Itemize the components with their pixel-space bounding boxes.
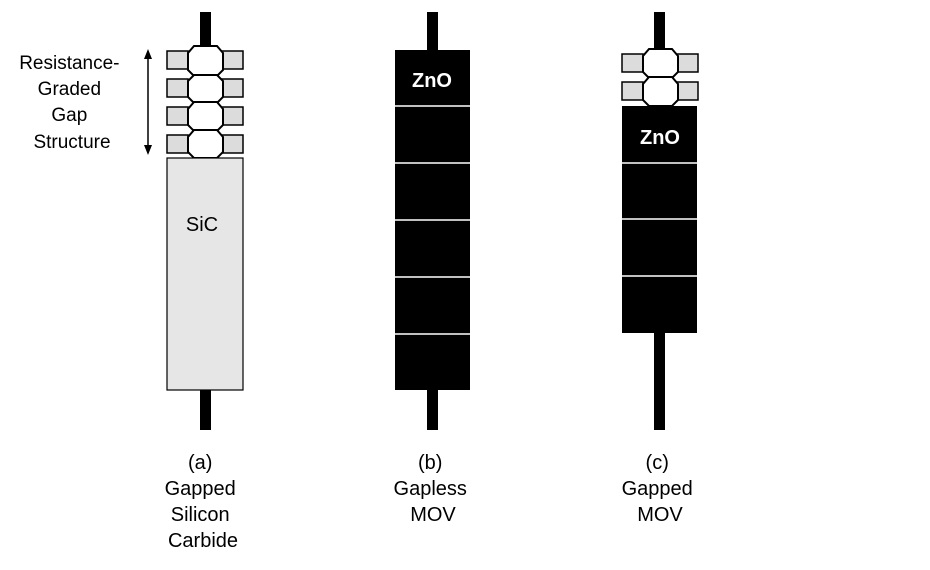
gap-stack-a bbox=[166, 45, 244, 159]
caption-b: (b) Gapless MOV bbox=[394, 452, 473, 526]
lead-top-b bbox=[427, 12, 438, 52]
arrester-b: ZnO (b) Gapless MOV bbox=[394, 12, 473, 526]
gap-structure-label: Resistance- Graded Gap Structure bbox=[19, 53, 125, 153]
caption-line: Gapless bbox=[394, 478, 467, 500]
gap-dimension-arrow bbox=[144, 49, 152, 155]
disc-separators-c bbox=[622, 162, 697, 277]
disc-separators-b bbox=[395, 105, 470, 335]
gap-element bbox=[166, 45, 244, 77]
arrester-c: ZnO (c) Gapped MOV bbox=[621, 12, 699, 526]
lead-bottom-b bbox=[427, 388, 438, 430]
caption-line: MOV bbox=[410, 504, 456, 526]
zno-label-c: ZnO bbox=[640, 127, 680, 149]
gap-element bbox=[621, 76, 699, 107]
caption-line: Silicon bbox=[171, 504, 230, 526]
caption-line: Gapped bbox=[622, 478, 693, 500]
gap-element bbox=[166, 101, 244, 132]
gap-label-line: Structure bbox=[33, 132, 110, 153]
sic-block bbox=[166, 157, 244, 391]
caption-line: Carbide bbox=[168, 530, 238, 552]
caption-line: (a) bbox=[188, 452, 212, 474]
lead-top-a bbox=[200, 12, 211, 52]
caption-line: MOV bbox=[637, 504, 683, 526]
gap-stack-c bbox=[621, 48, 699, 107]
caption-c: (c) Gapped MOV bbox=[622, 452, 699, 526]
gap-label-line: Graded bbox=[38, 79, 101, 100]
gap-element bbox=[166, 129, 244, 159]
caption-line: (c) bbox=[646, 452, 669, 474]
gap-label-line: Gap bbox=[51, 105, 87, 126]
caption-a: (a) Gapped Silicon Carbide bbox=[165, 452, 242, 552]
arrester-a: SiC Resistance- Graded Gap Structure (a)… bbox=[19, 12, 244, 552]
gap-element bbox=[166, 74, 244, 104]
caption-line: (b) bbox=[418, 452, 442, 474]
lead-bottom-c bbox=[654, 330, 665, 430]
lead-bottom-a bbox=[200, 388, 211, 430]
lead-top-c bbox=[654, 12, 665, 54]
gap-element bbox=[621, 48, 699, 79]
gap-label-line: Resistance- bbox=[19, 53, 119, 74]
zno-label-b: ZnO bbox=[412, 70, 452, 92]
caption-line: Gapped bbox=[165, 478, 236, 500]
sic-label: SiC bbox=[186, 214, 218, 236]
